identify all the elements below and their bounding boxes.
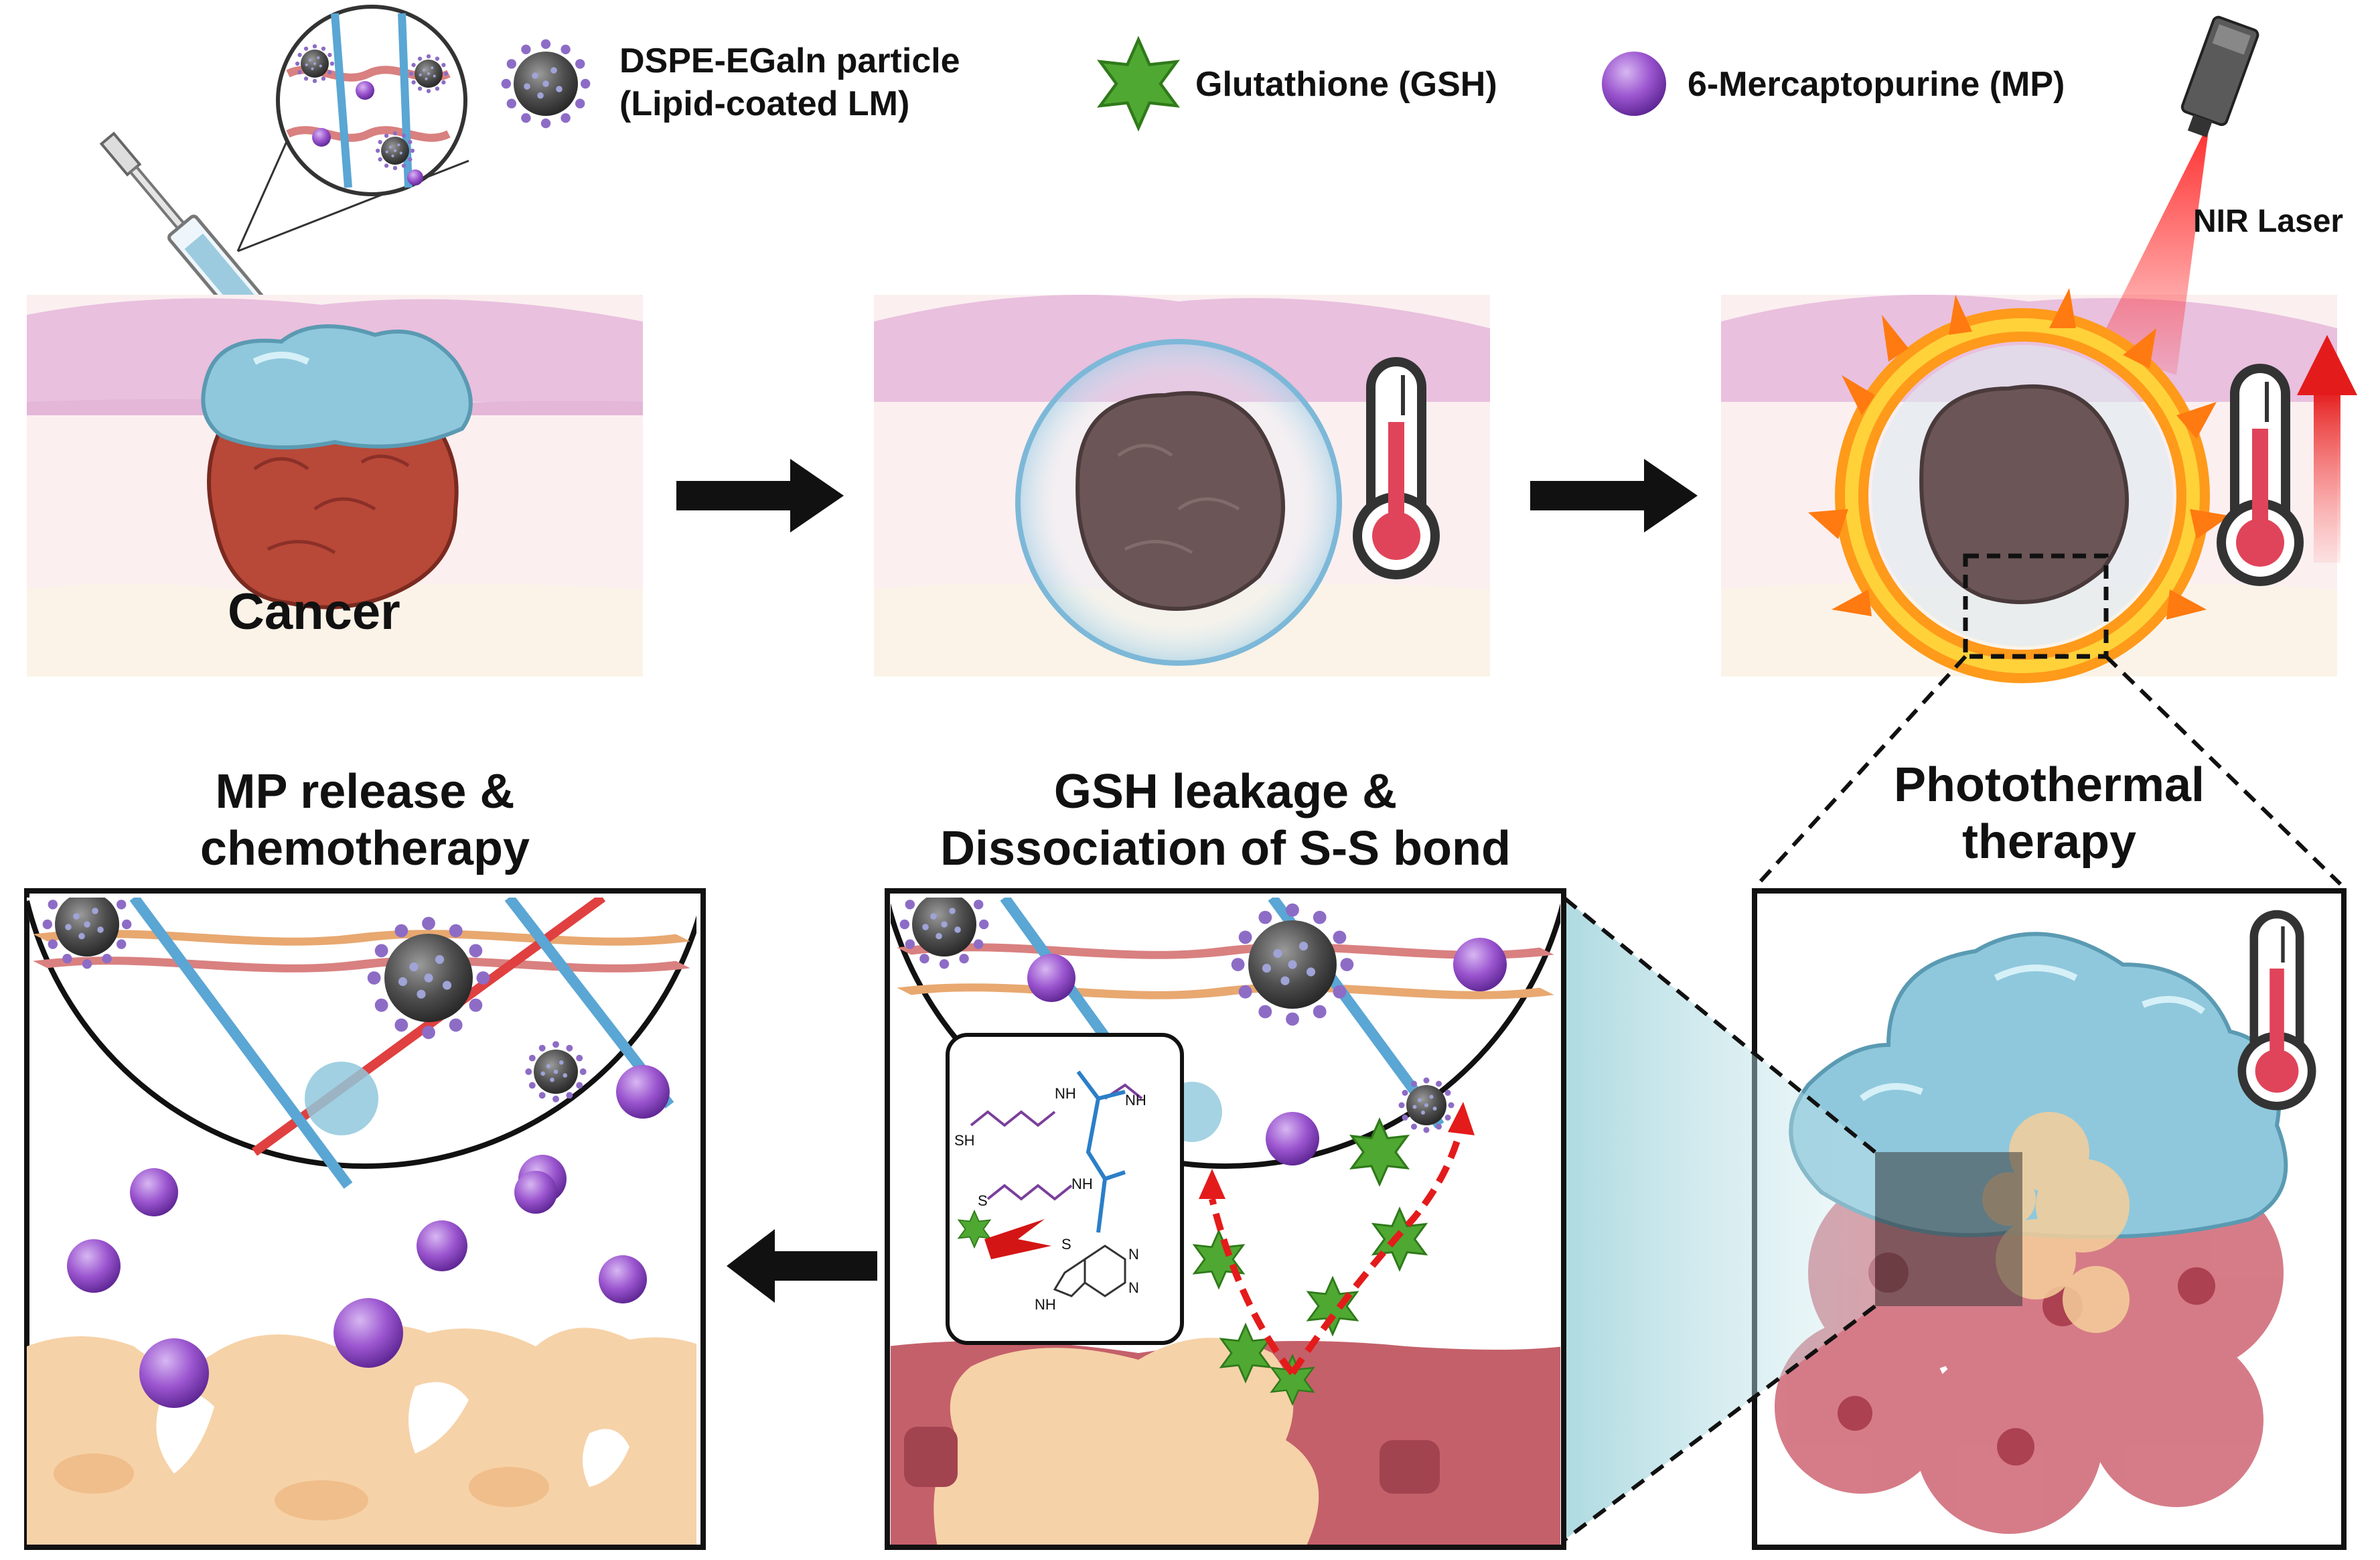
- gsh-leakage-title-line2: Dissociation of S-S bond: [940, 822, 1511, 875]
- chem-n-label-2: N: [1128, 1279, 1139, 1296]
- chem-sh-label: SH: [954, 1132, 975, 1149]
- chemistry-inset: [946, 1033, 1184, 1345]
- chem-nh-label-3: NH: [1071, 1176, 1093, 1192]
- tumor-red-panel-1: [207, 413, 459, 610]
- arrow-right-2: [1530, 459, 1698, 533]
- fire-ring: [1808, 288, 2230, 683]
- chem-s-label-1: S: [978, 1192, 988, 1209]
- nir-laser-icon: [2180, 15, 2259, 138]
- legend-gsh-icon: [1100, 40, 1177, 128]
- hydrogel-blob-panel-1: [201, 324, 473, 449]
- chem-nh-label-1: NH: [1055, 1085, 1076, 1102]
- legend-particle-icon: [501, 39, 591, 129]
- photothermal-title-line2: therapy: [1961, 815, 2137, 869]
- mp-release-title-line2: chemotherapy: [200, 822, 530, 875]
- thermometer-icon-photothermal: [2242, 914, 2312, 1106]
- heated-tumor-panel-3: [1872, 345, 2173, 646]
- legend-particle-label-line2: (Lipid-coated LM): [619, 84, 910, 123]
- arrow-left: [727, 1229, 877, 1303]
- laser-beam: [2096, 121, 2210, 375]
- chem-nh-purine-label: NH: [1035, 1296, 1056, 1313]
- zoom-funnel: [1562, 896, 1876, 1543]
- thermometer-icon-panel-2: [1357, 362, 1435, 575]
- legend-mp-icon: [1602, 52, 1666, 116]
- mp-release-title-line1: MP release &: [215, 765, 515, 819]
- photothermal-title-line1: Photothermal: [1893, 758, 2205, 812]
- legend-gsh-label: Glutathione (GSH): [1195, 65, 1497, 104]
- arrow-right-1: [676, 459, 844, 533]
- cancer-label: Cancer: [228, 583, 400, 640]
- zoom-circle-hydrogel: [276, 5, 467, 196]
- legend-particle-label-line1: DSPE-EGaln particle: [619, 42, 960, 80]
- mp-release-panel: [24, 888, 706, 1550]
- legend-mp-label: 6-Mercaptopurine (MP): [1688, 65, 2065, 104]
- disulfide-cleavage-mark: [958, 1210, 1051, 1259]
- zoom-dashed-lines: [1756, 654, 2342, 886]
- encapsulated-tumor-panel-2: [1015, 339, 1342, 666]
- chem-nh-label-2: NH: [1125, 1092, 1146, 1109]
- zoom-region-box: [1963, 553, 2109, 659]
- temperature-up-arrow: [2297, 335, 2357, 563]
- thermometer-icon-panel-3: [2221, 368, 2299, 581]
- chem-s-label-2: S: [1061, 1236, 1071, 1253]
- chem-n-label-1: N: [1128, 1246, 1139, 1263]
- nir-laser-label: NIR Laser: [2193, 204, 2344, 239]
- gsh-leakage-title-line1: GSH leakage &: [1053, 765, 1398, 819]
